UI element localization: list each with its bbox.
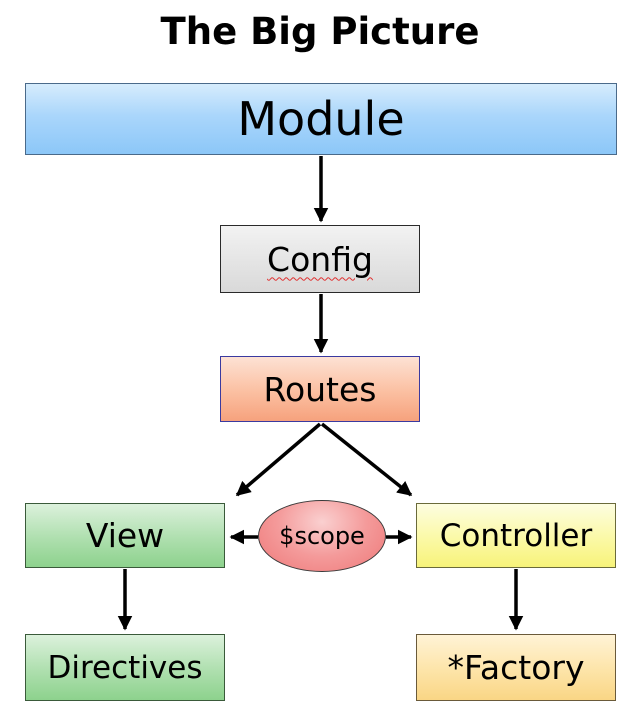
node-directives: Directives	[25, 634, 225, 701]
node-routes: Routes	[220, 356, 420, 422]
node-factory: *Factory	[416, 634, 616, 701]
node-scope: $scope	[258, 500, 386, 572]
node-factory-label: *Factory	[447, 648, 585, 687]
node-config-label: Config	[267, 239, 373, 279]
node-view-label: View	[85, 516, 165, 555]
node-directives-label: Directives	[47, 649, 203, 686]
node-scope-label: $scope	[279, 522, 365, 550]
node-controller-label: Controller	[439, 517, 593, 554]
diagram-title: The Big Picture	[160, 10, 480, 53]
node-config: Config	[220, 225, 420, 293]
arrow-routes-to-controller	[320, 422, 413, 497]
node-routes-label: Routes	[263, 369, 377, 409]
arrow-routes-to-view	[235, 422, 322, 497]
node-view: View	[25, 503, 225, 568]
node-controller: Controller	[416, 503, 616, 568]
node-module: Module	[25, 83, 617, 155]
node-module-label: Module	[237, 92, 405, 146]
